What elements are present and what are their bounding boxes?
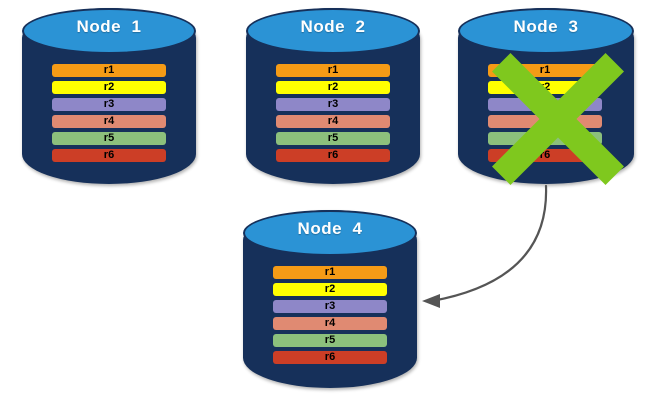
row-bar[interactable]: r5 xyxy=(273,334,387,347)
row-bar[interactable]: r4 xyxy=(488,115,602,128)
node-1[interactable]: Node 1 r1 r2 r3 r4 r5 r6 xyxy=(22,8,196,184)
row-bar[interactable]: r2 xyxy=(488,81,602,94)
row-bar[interactable]: r6 xyxy=(276,149,390,162)
row-bar[interactable]: r2 xyxy=(52,81,166,94)
row-list: r1 r2 r3 r4 r5 r6 xyxy=(22,8,196,184)
node-label: Node 1 xyxy=(76,17,142,36)
row-bar[interactable]: r5 xyxy=(52,132,166,145)
row-bar[interactable]: r3 xyxy=(488,98,602,111)
node-label: Node 3 xyxy=(513,17,579,36)
row-bar[interactable]: r1 xyxy=(273,266,387,279)
row-bar[interactable]: r4 xyxy=(273,317,387,330)
row-bar[interactable]: r5 xyxy=(488,132,602,145)
cylinder-top-disc xyxy=(22,8,196,54)
row-bar[interactable]: r4 xyxy=(276,115,390,128)
node-label: Node 4 xyxy=(297,219,363,238)
node-4[interactable]: Node 4 r1 r2 r3 r4 r5 r6 xyxy=(243,210,417,388)
row-bar[interactable]: r6 xyxy=(488,149,602,162)
row-bar[interactable]: r1 xyxy=(488,64,602,77)
replication-arrow-head xyxy=(422,294,440,308)
row-list: r1 r2 r3 r4 r5 r6 xyxy=(243,210,417,388)
row-bar[interactable]: r6 xyxy=(273,351,387,364)
node-label: Node 2 xyxy=(300,17,366,36)
node-2[interactable]: Node 2 r1 r2 r3 r4 r5 r6 xyxy=(246,8,420,184)
row-bar[interactable]: r6 xyxy=(52,149,166,162)
row-bar[interactable]: r1 xyxy=(52,64,166,77)
row-bar[interactable]: r3 xyxy=(52,98,166,111)
row-bar[interactable]: r5 xyxy=(276,132,390,145)
row-bar[interactable]: r2 xyxy=(273,283,387,296)
row-bar[interactable]: r3 xyxy=(276,98,390,111)
replication-arrow-path xyxy=(430,184,548,303)
row-bar[interactable]: r3 xyxy=(273,300,387,313)
cylinder-top-disc xyxy=(243,210,417,256)
row-bar[interactable]: r2 xyxy=(276,81,390,94)
node-3[interactable]: Node 3 r1 r2 r3 r4 r5 r6 xyxy=(458,8,634,184)
row-bar[interactable]: r4 xyxy=(52,115,166,128)
row-bar[interactable]: r1 xyxy=(276,64,390,77)
row-list: r1 r2 r3 r4 r5 r6 xyxy=(246,8,420,184)
cylinder-top-disc xyxy=(246,8,420,54)
